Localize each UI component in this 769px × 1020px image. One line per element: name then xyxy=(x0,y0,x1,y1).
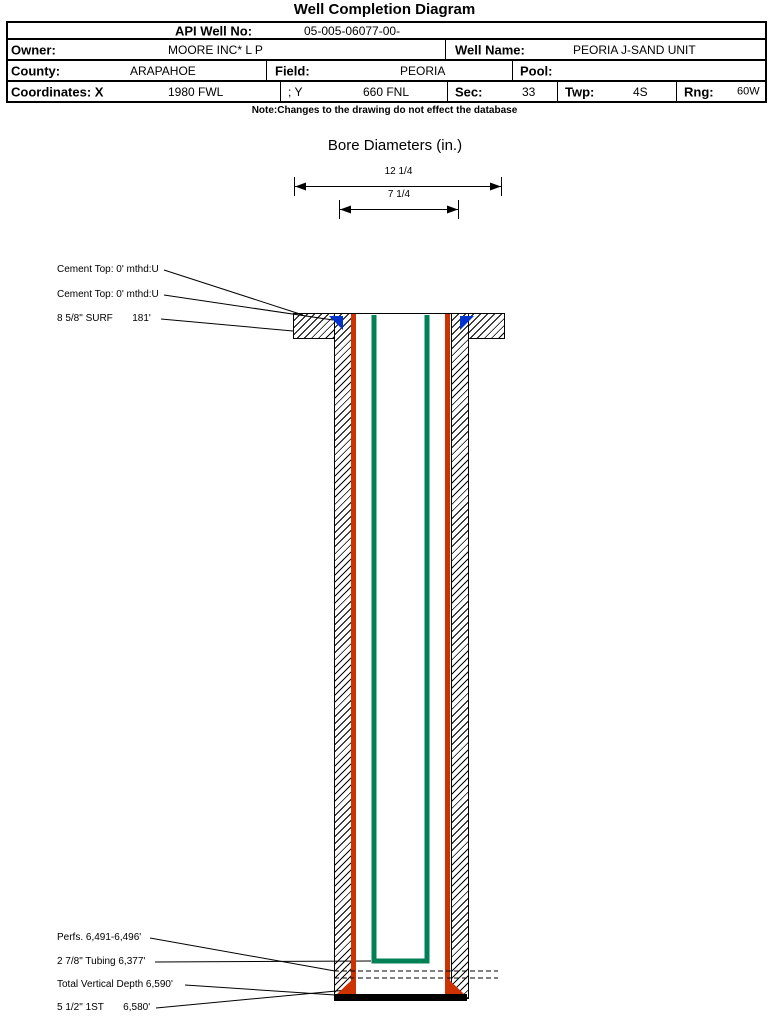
pool-label: Pool: xyxy=(520,63,553,78)
column-divider xyxy=(447,82,448,101)
sec-value: 33 xyxy=(522,84,536,99)
dimension-arrow-left xyxy=(340,205,351,214)
dimension-arrow-left xyxy=(295,182,306,191)
tubing-string xyxy=(371,315,430,964)
sec-label: Sec: xyxy=(455,84,483,99)
field-label: Field: xyxy=(275,63,310,78)
annotation-production-casing: 5 1/2" 1ST 6,580' xyxy=(57,1002,151,1013)
coordinates-label: Coordinates: X xyxy=(11,84,104,99)
column-divider xyxy=(676,82,677,101)
database-note: Note:Changes to the drawing do not effec… xyxy=(251,105,518,116)
surface-casing-flange-left xyxy=(293,313,338,339)
dimension-arrow-right xyxy=(490,182,501,191)
annotation-cement-top-2: Cement Top: 0' mthd:U xyxy=(57,289,159,300)
owner-value: MOORE INC* L P xyxy=(168,42,263,57)
annotation-surface-casing: 8 5/8" SURF 181' xyxy=(57,313,151,324)
column-divider xyxy=(445,40,446,59)
bore-diameters-title: Bore Diameters (in.) xyxy=(327,137,463,154)
owner-label: Owner: xyxy=(11,42,56,57)
county-row: County: ARAPAHOE Field: PEORIA Pool: xyxy=(8,61,765,82)
api-well-no-value: 05-005-06077-00- xyxy=(304,23,401,38)
coordinate-x-value: 1980 FWL xyxy=(168,84,224,99)
annotation-cement-top-1: Cement Top: 0' mthd:U xyxy=(57,264,159,275)
twp-label: Twp: xyxy=(565,84,595,99)
county-value: ARAPAHOE xyxy=(130,63,196,78)
wellbore-wall-left xyxy=(334,313,352,999)
coordinate-y-value: 660 FNL xyxy=(363,84,410,99)
surface-casing-flange-right xyxy=(466,313,505,339)
outer-bore-dimension-label: 12 1/4 xyxy=(384,166,413,177)
annotation-tubing: 2 7/8" Tubing 6,377' xyxy=(57,956,146,967)
county-label: County: xyxy=(11,63,61,78)
inner-bore-dimension-label: 7 1/4 xyxy=(387,189,411,200)
page-title: Well Completion Diagram xyxy=(293,1,476,18)
column-divider xyxy=(280,82,281,101)
well-name-label: Well Name: xyxy=(455,42,525,57)
column-divider xyxy=(266,61,267,80)
annotation-total-vertical-depth: Total Vertical Depth 6,590' xyxy=(57,979,173,990)
field-value: PEORIA xyxy=(400,63,446,78)
wellbore-wall-right xyxy=(451,313,469,999)
annotation-perfs: Perfs. 6,491-6,496' xyxy=(57,932,142,943)
dimension-arrow-right xyxy=(447,205,458,214)
twp-value: 4S xyxy=(633,84,648,99)
owner-row: Owner: MOORE INC* L P Well Name: PEORIA … xyxy=(8,40,765,61)
column-divider xyxy=(512,61,513,80)
coordinate-y-label: ; Y xyxy=(288,84,303,99)
perforation-lines xyxy=(334,970,498,979)
rng-value: 60W xyxy=(737,85,760,97)
well-info-table: API Well No: 05-005-06077-00- Owner: MOO… xyxy=(6,21,767,103)
well-bottom xyxy=(334,994,467,1001)
well-name-value: PEORIA J-SAND UNIT xyxy=(573,42,696,57)
inner-bore-dimension xyxy=(339,200,459,219)
column-divider xyxy=(557,82,558,101)
coordinates-row: Coordinates: X 1980 FWL ; Y 660 FNL Sec:… xyxy=(8,82,765,101)
api-row: API Well No: 05-005-06077-00- xyxy=(8,23,765,40)
api-well-no-label: API Well No: xyxy=(175,23,253,38)
rng-label: Rng: xyxy=(684,84,714,99)
